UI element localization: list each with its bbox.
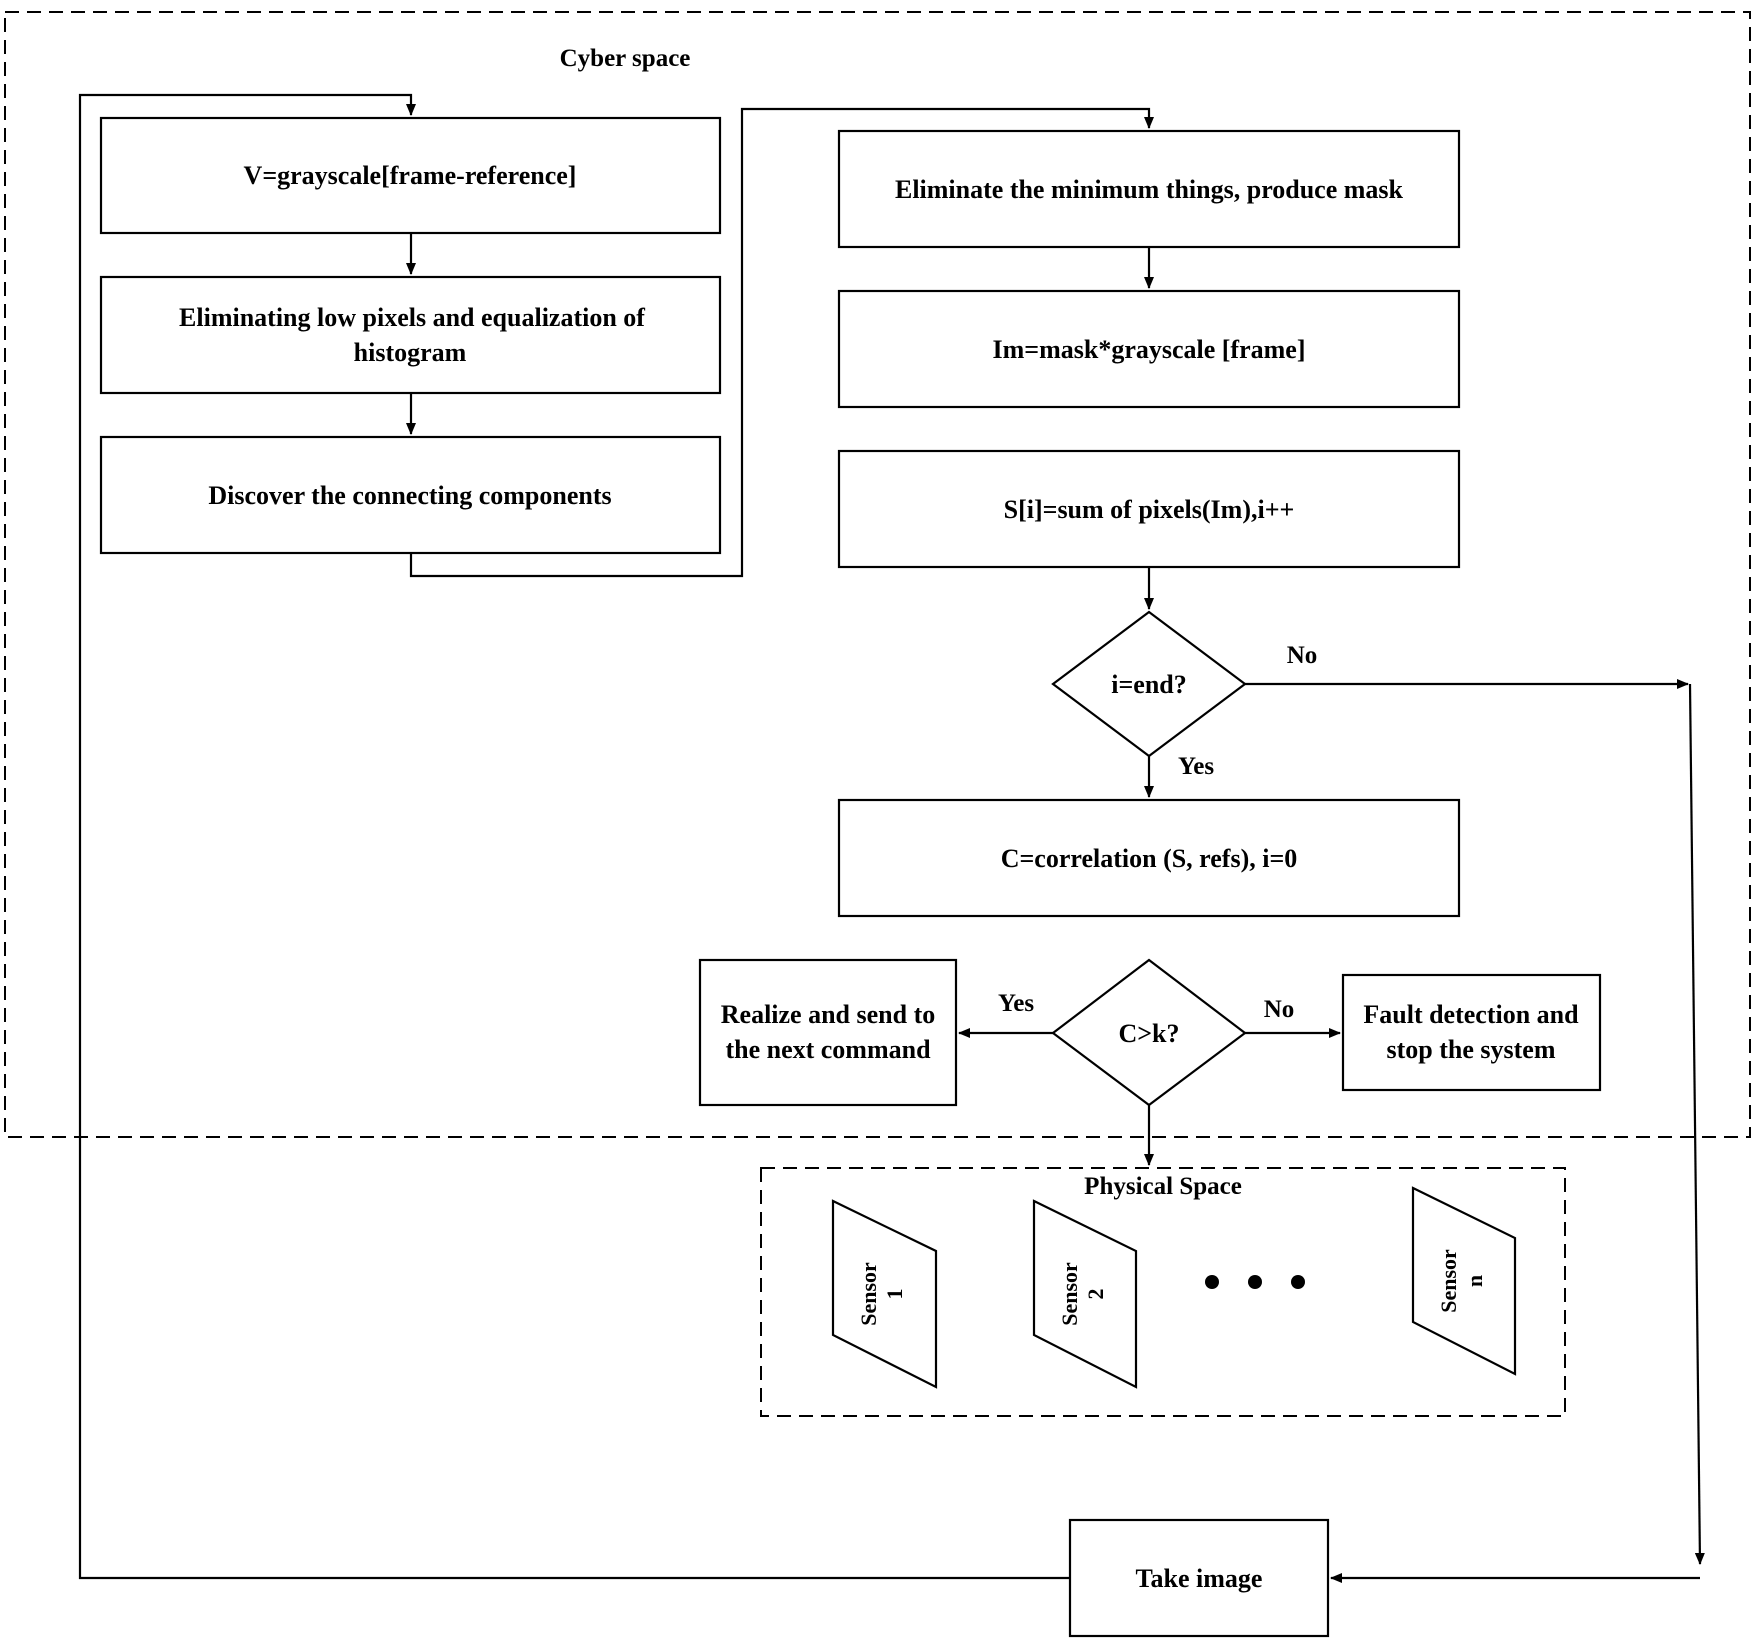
fault-detection-text-line1: Fault detection and	[1363, 1000, 1579, 1029]
cyber-space-region	[4, 11, 1751, 1138]
ellipsis-dot-2	[1248, 1275, 1262, 1289]
physical-space-label: Physical Space	[1084, 1173, 1242, 1200]
sensor-2-label: Sensor 2	[1057, 1262, 1108, 1326]
end-check-yes-label: Yes	[1178, 753, 1214, 780]
grayscale-diff-box	[99, 116, 722, 235]
correlation-box	[837, 798, 1461, 918]
connecting-components-text: Discover the connecting components	[208, 481, 611, 510]
sensor-n-shape	[1411, 1186, 1517, 1376]
end-check-text: i=end?	[1111, 670, 1187, 699]
sensor-n-word: Sensor	[1436, 1249, 1461, 1313]
eliminate-low-pixels-box	[99, 275, 722, 395]
loop-back-arrow	[78, 93, 1070, 1580]
cyber-space-label: Cyber space	[560, 45, 691, 72]
sensor-n-index: n	[1462, 1275, 1487, 1287]
grayscale-diff-text: V=grayscale[frame-reference]	[244, 161, 577, 190]
im-mask-box	[837, 289, 1461, 409]
sensor-1-index: 1	[882, 1289, 907, 1300]
realize-send-box	[698, 958, 958, 1107]
threshold-no-label: No	[1264, 996, 1295, 1023]
correlation-text: C=correlation (S, refs), i=0	[1001, 844, 1298, 873]
im-mask-text: Im=mask*grayscale [frame]	[992, 335, 1305, 364]
right-down-to-take-image	[1688, 683, 1705, 1565]
eliminate-low-pixels-text-line2: histogram	[354, 338, 467, 367]
threshold-yes-label: Yes	[998, 990, 1034, 1017]
sum-pixels-text: S[i]=sum of pixels(Im),i++	[1004, 495, 1295, 524]
sensor-1-word: Sensor	[856, 1262, 881, 1326]
physical-space-region	[760, 1167, 1566, 1417]
sensor-1-shape	[831, 1199, 938, 1389]
connector-left-to-right-column	[409, 107, 1154, 578]
ellipsis-dot-3	[1291, 1275, 1305, 1289]
sensor-2-word: Sensor	[1057, 1262, 1082, 1326]
connecting-components-box	[99, 435, 722, 555]
sensor-2-shape	[1032, 1199, 1138, 1389]
fault-detection-box	[1341, 973, 1602, 1092]
threshold-check-text: C>k?	[1118, 1019, 1179, 1048]
ellipsis-dot-1	[1205, 1275, 1219, 1289]
fault-detection-text-line2: stop the system	[1387, 1035, 1556, 1064]
eliminate-low-pixels-text-line1: Eliminating low pixels and equalization …	[179, 303, 645, 332]
realize-send-text-line1: Realize and send to	[721, 1000, 936, 1029]
sum-pixels-box	[837, 449, 1461, 569]
eliminate-minimum-box	[837, 129, 1461, 249]
sensor-2-index: 2	[1083, 1289, 1108, 1300]
take-image-text: Take image	[1136, 1564, 1263, 1593]
eliminate-minimum-text: Eliminate the minimum things, produce ma…	[895, 175, 1404, 204]
take-image-box	[1068, 1518, 1330, 1638]
sensor-n-label: Sensor n	[1436, 1249, 1487, 1313]
realize-send-text-line2: the next command	[725, 1035, 931, 1064]
end-check-no-label: No	[1287, 642, 1318, 669]
sensor-1-label: Sensor 1	[856, 1262, 907, 1326]
